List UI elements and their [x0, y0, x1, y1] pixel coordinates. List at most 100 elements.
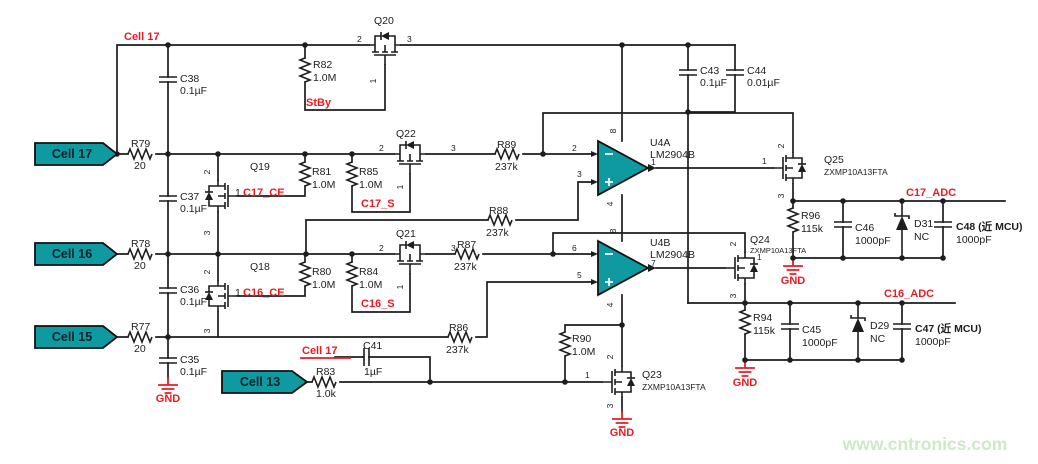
watermark: www.cntronics.com	[842, 434, 1008, 454]
u4a-value: LM2904B	[650, 149, 695, 161]
q21-ref: Q21	[396, 228, 416, 240]
wires-q23-gate-line	[306, 356, 623, 413]
u4a-pin1: 1	[651, 157, 656, 167]
net-label-cell17-top: Cell 17	[124, 31, 159, 43]
c36-ref: C36	[180, 284, 199, 296]
c41-value: 1µF	[364, 366, 382, 378]
c48-value: 1000pF	[956, 234, 992, 246]
r96-ref: R96	[801, 210, 820, 222]
q18-pin1: 1	[235, 287, 241, 299]
c43-value: 0.1µF	[700, 77, 727, 89]
q23-pin3: 3	[605, 403, 615, 408]
q23-ref: Q23	[642, 369, 662, 381]
r86-value: 237k	[446, 344, 470, 356]
q24-pin3: 3	[728, 293, 738, 298]
q24-pin2: 2	[728, 241, 738, 246]
c47-value: 1000pF	[915, 336, 951, 348]
c41-ref: C41	[363, 340, 382, 352]
r85-value: 1.0M	[359, 179, 382, 191]
q22-ref: Q22	[396, 128, 416, 140]
net-label-c17-adc: C17_ADC	[906, 187, 956, 199]
junction-dots	[114, 42, 946, 385]
c46-ref: C46	[855, 222, 874, 234]
u4a-pin2: 2	[572, 143, 577, 153]
wires-power-rail	[116, 44, 736, 155]
gnd-label-r96: GND	[781, 275, 806, 287]
q23-pin1: 1	[585, 370, 590, 380]
q21-pin1: 1	[395, 284, 405, 289]
wires-top-caps	[687, 44, 736, 304]
c37-value: 0.1µF	[180, 203, 207, 215]
u4b-pin8: 8	[608, 228, 618, 233]
c45-value: 1000pF	[802, 337, 838, 349]
q19-pin2: 2	[202, 169, 212, 174]
net-label-c16-adc: C16_ADC	[884, 288, 934, 300]
wires-cell-rows	[116, 153, 592, 338]
r94-ref: R94	[753, 312, 772, 324]
r83-ref: R83	[316, 366, 335, 378]
c45-ref: C45	[802, 324, 821, 336]
r80-ref: R80	[312, 266, 331, 278]
net-labels: Cell 17 StBy C17_CE C16_CE C17_S C16_S C…	[124, 31, 956, 439]
q22-pin1: 1	[395, 184, 405, 189]
u4b-pin5: 5	[577, 270, 582, 280]
net-label-cell17-c41: Cell 17	[302, 345, 337, 357]
r80-value: 1.0M	[312, 279, 335, 291]
u4a-ref: U4A	[650, 137, 670, 149]
q25-pin1: 1	[762, 156, 767, 166]
q25-value: ZXMP10A13FTA	[824, 167, 888, 177]
r94-value: 115k	[753, 325, 776, 337]
r87-value: 237k	[454, 261, 478, 273]
c36-value: 0.1µF	[180, 296, 207, 308]
r77-ref: R77	[131, 321, 150, 333]
cell13-connector	[221, 370, 309, 394]
q22-pin3: 3	[451, 143, 456, 153]
cell13-connector-label: Cell 13	[240, 375, 280, 389]
q20-pin1: 1	[368, 78, 378, 83]
c48-ref: C48 (近 MCU)	[956, 220, 1023, 233]
c35-value: 0.1µF	[180, 366, 207, 378]
net-label-c17-s: C17_S	[361, 198, 395, 210]
gnd-label-c35: GND	[156, 393, 181, 405]
u4b-value: LM2904B	[650, 249, 695, 261]
q24-value: ZXMP10A13FTA	[750, 246, 806, 255]
component-labels: Q20 R82 1.0M C38 0.1µF C43 0.1µF C44 0.0…	[131, 15, 1023, 400]
q24-ref: Q24	[750, 234, 770, 246]
q21-pin3: 3	[451, 243, 456, 253]
cell17-connector	[34, 142, 119, 166]
wires-outputs	[655, 167, 774, 269]
u4a-pin4: 4	[605, 201, 615, 206]
r82-value: 1.0M	[313, 72, 336, 84]
q23-value: ZXMP10A13FTA	[642, 382, 706, 392]
q19-pin1: 1	[235, 187, 241, 199]
r82-ref: R82	[313, 59, 332, 71]
q20-pin3: 3	[407, 34, 412, 44]
wires-gate-networks	[217, 153, 411, 338]
gnd-label-q23: GND	[610, 427, 635, 439]
q25-ref: Q25	[824, 154, 844, 166]
q19-ref: Q19	[250, 161, 270, 173]
u4b-pin7: 7	[651, 258, 656, 268]
q19-pin3: 3	[202, 230, 212, 235]
d31-value: NC	[914, 231, 930, 243]
wires-feedback	[542, 112, 794, 255]
u4a-pin3: 3	[577, 169, 582, 179]
net-label-c17-ce: C17_CE	[243, 187, 285, 199]
c38-value: 0.1µF	[180, 85, 207, 97]
d29-ref: D29	[870, 320, 889, 332]
d29-value: NC	[870, 333, 886, 345]
wires-opamp-power-rail	[564, 44, 623, 383]
r84-value: 1.0M	[359, 279, 382, 291]
q18-ref: Q18	[250, 261, 270, 273]
cell-input-connectors: Cell 17 Cell 16 Cell 15 Cell 13	[34, 142, 309, 394]
q22-pin2: 2	[379, 143, 384, 153]
q20-pin2: 2	[357, 34, 362, 44]
net-label-stby: StBy	[306, 97, 332, 109]
wires-opamp-inputs	[305, 181, 592, 255]
c38-ref: C38	[180, 73, 199, 85]
q24-pin1: 1	[757, 252, 762, 262]
q18-pin3: 3	[202, 328, 212, 333]
c37-ref: C37	[180, 191, 199, 203]
